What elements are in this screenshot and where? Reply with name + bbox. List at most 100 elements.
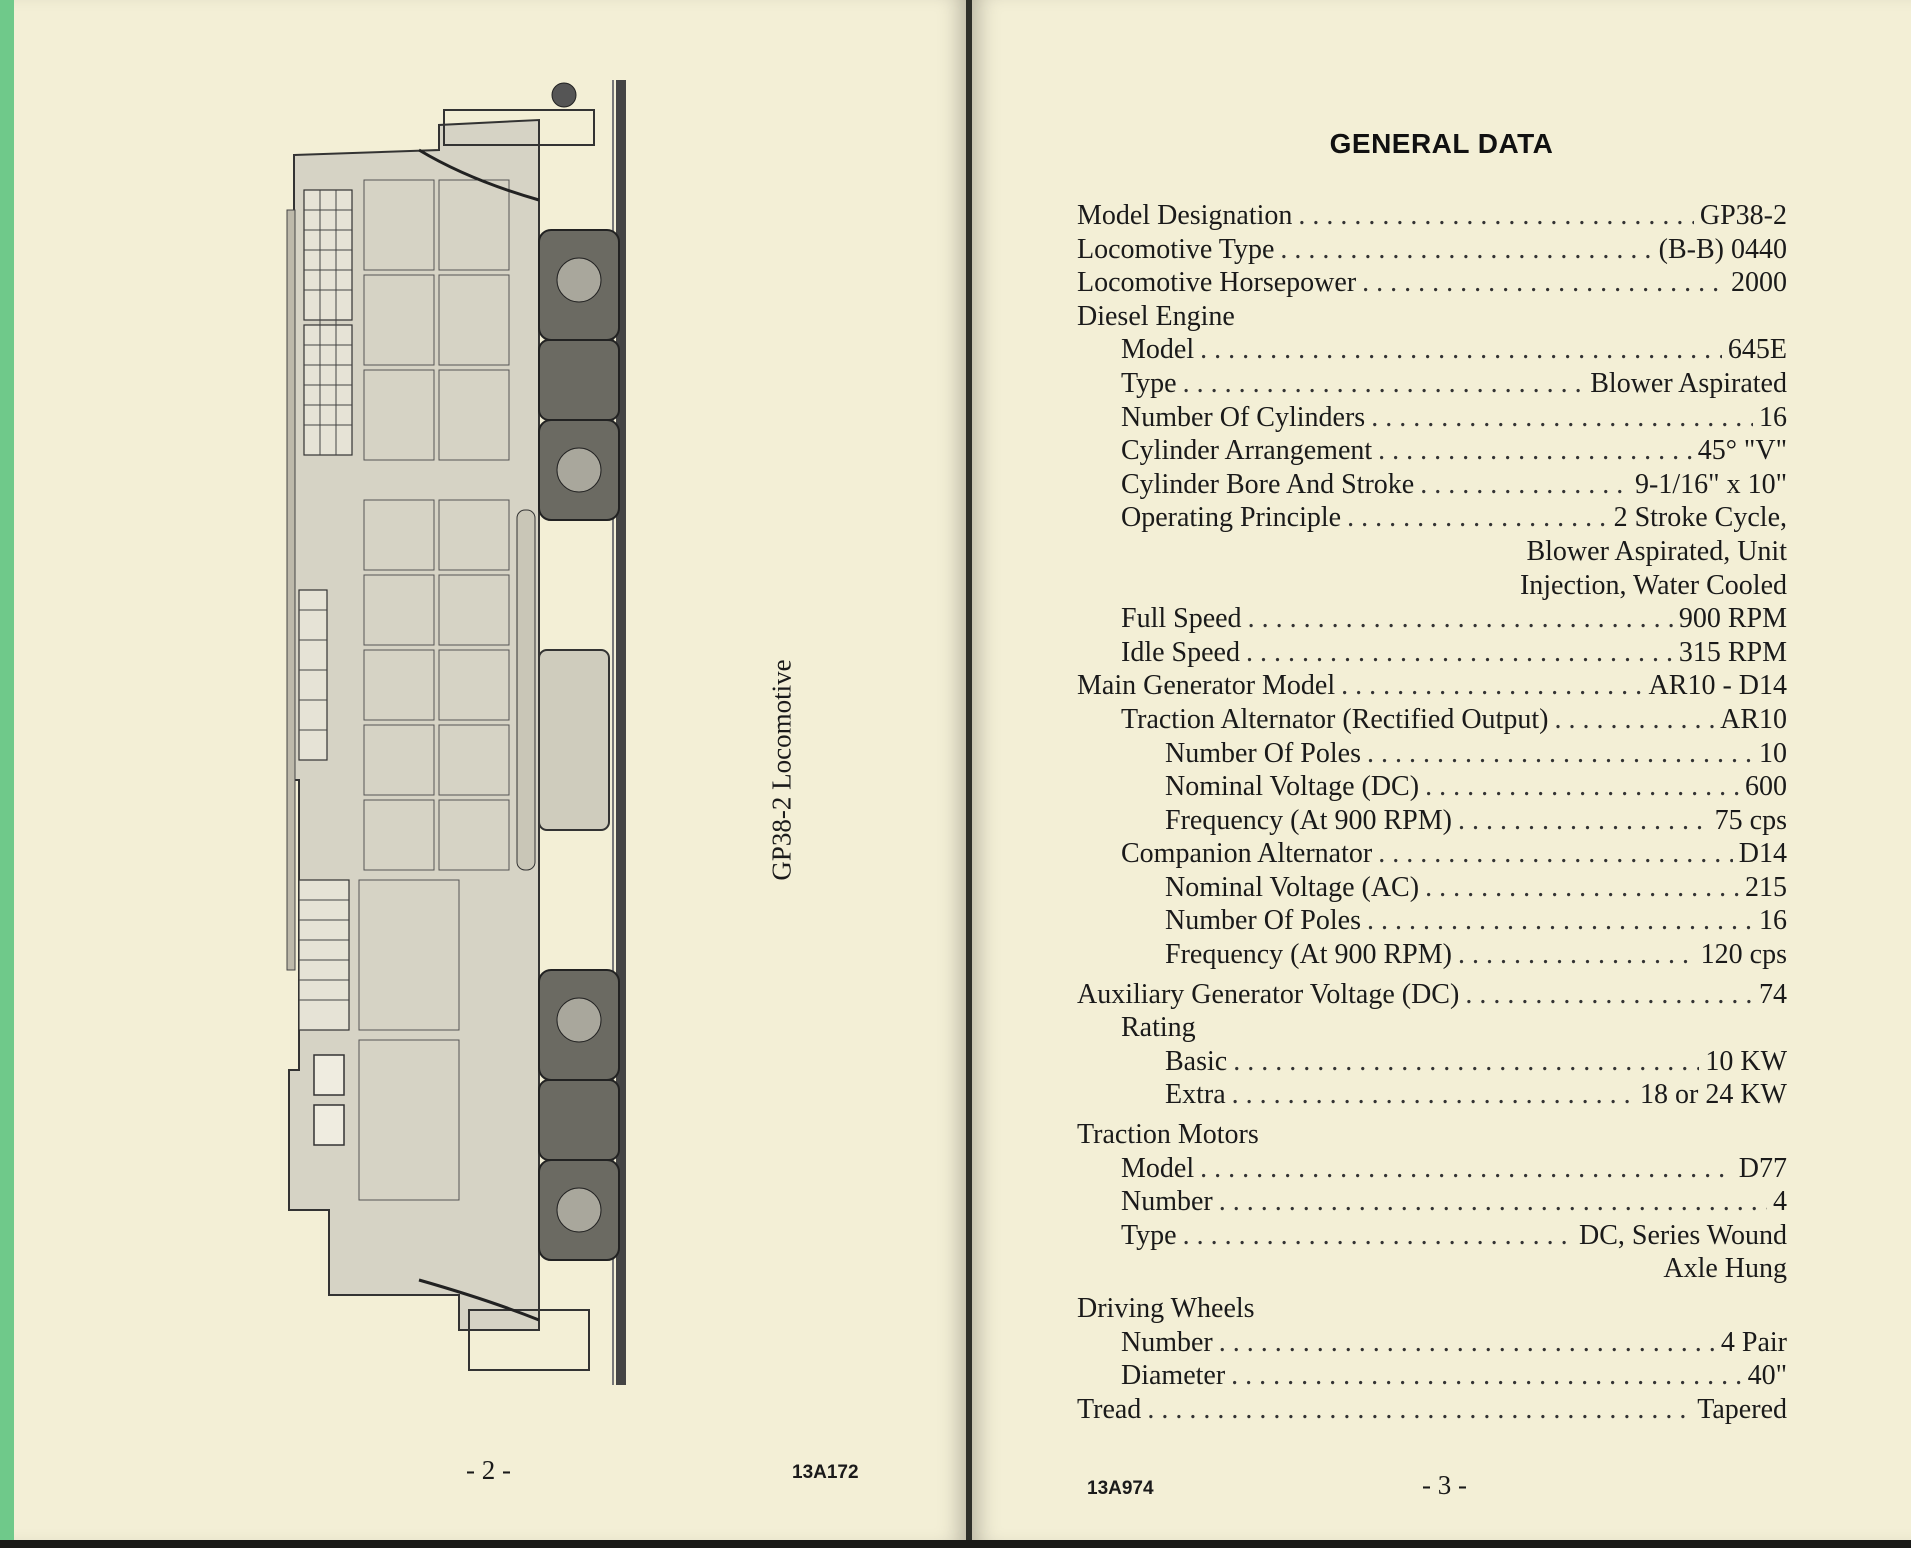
spec-row: Number Of Poles10 [1077, 738, 1787, 772]
spec-row: Traction Alternator (Rectified Output) AR… [1077, 704, 1787, 738]
spec-row: Cylinder Arrangement45° "V" [1077, 435, 1787, 469]
dot-leader [1219, 1327, 1715, 1359]
spec-label: Main Generator Model [1077, 670, 1336, 702]
dot-leader [1425, 872, 1739, 904]
spec-row: Full Speed900 RPM [1077, 603, 1787, 637]
dot-leader [1367, 738, 1753, 770]
spec-label: Type [1121, 367, 1177, 399]
dot-leader [1219, 1186, 1767, 1218]
dot-leader [1298, 200, 1693, 232]
dot-leader [1341, 670, 1642, 702]
spec-value: 9-1/16" x 10" [1635, 468, 1787, 500]
dot-leader [1367, 905, 1753, 937]
dot-leader [1362, 267, 1725, 299]
spec-row: Injection, Water Cooled [1077, 570, 1787, 604]
spec-label: Auxiliary Generator Voltage (DC) [1077, 978, 1460, 1010]
spec-label: Traction Alternator (Rectified Output) [1121, 703, 1549, 735]
spec-row: Main Generator ModelAR10 - D14 [1077, 670, 1787, 704]
spec-value: 40" [1747, 1360, 1787, 1392]
spec-value: GP38-2 [1699, 200, 1787, 231]
spec-value: 18 or 24 KW [1640, 1079, 1787, 1111]
spec-label: Frequency (At 900 RPM) [1165, 804, 1452, 836]
dot-leader [1280, 234, 1652, 266]
spec-label: Number [1121, 1326, 1213, 1358]
spec-row: Locomotive Type(B-B) 0440 [1077, 234, 1787, 268]
dot-leader [1420, 469, 1629, 501]
spec-row: Nominal Voltage (AC)215 [1077, 872, 1787, 906]
spec-label: Cylinder Bore And Stroke [1121, 468, 1415, 500]
dot-leader [1200, 1153, 1733, 1185]
dot-leader [1183, 1220, 1573, 1252]
spec-row: Operating Principle2 Stroke Cycle, [1077, 502, 1787, 536]
spec-value: 600 [1745, 771, 1787, 803]
left-page: GP38-2 Locomotive - 2 - 13A172 [14, 0, 966, 1540]
spec-row: Companion AlternatorD14 [1077, 838, 1787, 872]
spec-label: Basic [1165, 1045, 1228, 1077]
spec-value: 4 [1773, 1186, 1787, 1218]
spec-row: Model D77 [1077, 1153, 1787, 1187]
spec-row: Number4 Pair [1077, 1327, 1787, 1361]
spec-row: Diesel Engine [1077, 301, 1787, 335]
dot-leader [1246, 637, 1673, 669]
spec-value: Tapered [1697, 1393, 1787, 1425]
spec-label: Type [1121, 1219, 1177, 1251]
spec-value: 74 [1759, 978, 1787, 1010]
spec-row: Locomotive Horsepower 2000 [1077, 267, 1787, 301]
spec-row: Number Of Cylinders 16 [1077, 402, 1787, 436]
spec-value: 16 [1759, 401, 1787, 433]
spec-label: Full Speed [1121, 603, 1242, 635]
spec-row: Frequency (At 900 RPM)120 cps [1077, 939, 1787, 973]
spec-label: Diesel Engine [1077, 300, 1235, 332]
spec-row: Frequency (At 900 RPM)75 cps [1077, 805, 1787, 839]
dot-leader [1183, 368, 1585, 400]
dot-leader [1458, 805, 1709, 837]
spec-value: D77 [1738, 1152, 1787, 1184]
spec-row: Basic 10 KW [1077, 1046, 1787, 1080]
right-page: GENERAL DATA Model DesignationGP38-2Loco… [972, 0, 1911, 1540]
spec-label: Model [1121, 334, 1195, 366]
spec-label: Number Of Cylinders [1121, 401, 1366, 433]
spec-label: Companion Alternator [1121, 838, 1373, 870]
spec-label: Model [1121, 1152, 1195, 1184]
spec-value: 10 KW [1705, 1045, 1787, 1077]
spec-value: 315 RPM [1678, 636, 1787, 668]
spec-label: Tread [1077, 1393, 1142, 1425]
dot-leader [1232, 1079, 1634, 1111]
spec-label: Nominal Voltage (AC) [1165, 871, 1420, 903]
spec-label: Model Designation [1077, 200, 1293, 231]
spec-value: AR10 [1720, 703, 1787, 735]
spec-row: Type DC, Series Wound [1077, 1220, 1787, 1254]
spec-row: Number Of Poles 16 [1077, 905, 1787, 939]
spec-label: Locomotive Type [1077, 233, 1275, 265]
dot-leader [1458, 939, 1695, 971]
dot-leader [1465, 979, 1753, 1011]
dot-leader [1378, 838, 1733, 870]
spec-row: Auxiliary Generator Voltage (DC) 74 [1077, 979, 1787, 1013]
figure-caption: GP38-2 Locomotive [766, 659, 797, 881]
spec-row: Cylinder Bore And Stroke 9-1/16" x 10" [1077, 469, 1787, 503]
spec-value: Axle Hung [1663, 1253, 1787, 1285]
spec-value: 16 [1759, 905, 1787, 937]
spec-value: DC, Series Wound [1578, 1219, 1787, 1251]
spec-row: Extra 18 or 24 KW [1077, 1079, 1787, 1113]
dot-leader [1248, 603, 1673, 635]
spec-label: Traction Motors [1077, 1119, 1259, 1151]
spec-label: Nominal Voltage (DC) [1165, 771, 1420, 803]
spec-value: 2 Stroke Cycle, [1613, 502, 1787, 534]
spec-row: Traction Motors [1077, 1119, 1787, 1153]
page-number-right: - 3 - [1422, 1470, 1467, 1500]
spec-value: 2000 [1731, 267, 1787, 299]
spec-value: Blower Aspirated [1590, 367, 1787, 399]
spec-label: Number [1121, 1186, 1213, 1218]
dot-leader [1425, 771, 1739, 803]
spec-label: Extra [1165, 1079, 1226, 1111]
spec-row: Driving Wheels [1077, 1293, 1787, 1327]
dot-leader [1371, 402, 1753, 434]
spec-label: Idle Speed [1121, 636, 1240, 668]
spec-label: Number Of Poles [1165, 905, 1361, 937]
spec-label: Locomotive Horsepower [1077, 267, 1357, 299]
spec-value: 645E [1727, 334, 1787, 366]
spec-row: Idle Speed 315 RPM [1077, 637, 1787, 671]
spec-row: Model Designation GP38-2 [1077, 200, 1787, 234]
